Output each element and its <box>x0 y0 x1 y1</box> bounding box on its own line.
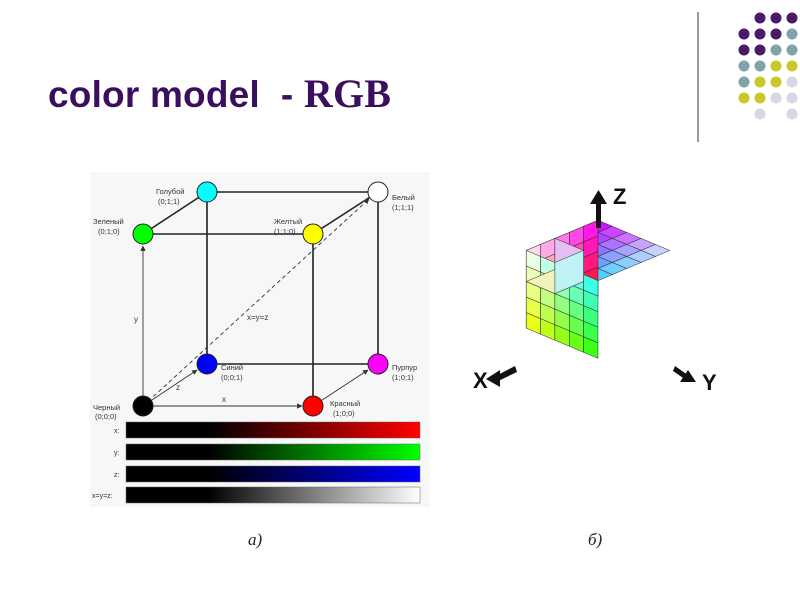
cube-axes <box>486 190 696 387</box>
bar-label-y: y: <box>114 450 120 457</box>
axis-label-diagonal: x=y=z <box>247 313 268 322</box>
decor-dot <box>770 12 782 24</box>
decor-dot <box>786 44 798 56</box>
decor-dot <box>754 108 766 120</box>
vertex-magenta <box>367 353 389 375</box>
axis-label-x: x <box>222 395 226 404</box>
label-cyan-name: Голубой <box>156 187 184 196</box>
caption-b: б) <box>588 530 603 549</box>
label-cyan-coord: (0;1;1) <box>158 197 180 206</box>
y-arrow-head <box>680 370 696 382</box>
decor-dot <box>786 76 798 88</box>
label-red-name: Красный <box>330 399 360 408</box>
decor-dot <box>770 92 782 104</box>
rgb-color-cube-3d: Z X Y <box>473 184 717 395</box>
z-arrow-head <box>590 190 607 204</box>
label-yellow-coord: (1;1;0) <box>274 227 296 236</box>
label-black-coord: (0;0;0) <box>95 412 117 421</box>
bar-label-diagonal: x=y=z: <box>92 493 113 500</box>
axis-label-z: z <box>176 383 180 392</box>
bar-label-x: x: <box>114 428 120 435</box>
label-magenta-coord: (1;0;1) <box>392 373 414 382</box>
gradient-bars: x: y: z: x=y=z: <box>92 421 421 504</box>
vertex-green <box>132 223 154 245</box>
label-green-name: Зеленый <box>93 217 124 226</box>
axes <box>140 198 370 409</box>
axis-label-y: y <box>134 315 138 324</box>
axis-x-label: X <box>473 368 488 393</box>
vertex-cyan <box>196 181 218 203</box>
bar-label-z: z: <box>114 472 120 479</box>
gradient-bar-gray <box>125 486 421 504</box>
decor-dot <box>770 76 782 88</box>
decor-dot <box>786 108 798 120</box>
decor-dot <box>770 60 782 72</box>
decor-dot <box>786 28 798 40</box>
gradient-bar-z <box>125 465 421 483</box>
decor-dot <box>770 28 782 40</box>
decor-dot <box>738 76 750 88</box>
label-green-coord: (0;1;0) <box>98 227 120 236</box>
label-blue-coord: (0;0;1) <box>221 373 243 382</box>
decor-dot <box>754 60 766 72</box>
decor-dot <box>770 44 782 56</box>
x-arrow-head <box>486 370 500 387</box>
title-text: color model - <box>48 74 304 115</box>
gradient-bar-y <box>125 443 421 461</box>
vertex-yellow <box>302 223 324 245</box>
decor-dot <box>786 12 798 24</box>
label-magenta-name: Пурпур <box>392 363 417 372</box>
decor-dot <box>738 60 750 72</box>
decor-dot <box>738 92 750 104</box>
cube-vertices <box>132 181 389 417</box>
decor-dot <box>738 28 750 40</box>
vertex-blue <box>196 353 218 375</box>
label-yellow-name: Желтый <box>274 217 302 226</box>
cube-edges <box>142 191 379 406</box>
vertex-black <box>132 395 154 417</box>
slide-title: color model - RGB <box>48 70 391 117</box>
caption-a: а) <box>248 530 263 549</box>
axis-z-label: Z <box>613 184 626 209</box>
decor-dot <box>786 60 798 72</box>
label-white-coord: (1;1;1) <box>392 203 414 212</box>
divider-line <box>697 12 699 142</box>
title-accent: RGB <box>303 71 392 116</box>
axis-y-label: Y <box>702 370 717 395</box>
decor-dot <box>754 92 766 104</box>
z-axis-arrow <box>596 198 601 228</box>
label-blue-name: Синий <box>221 363 243 372</box>
decor-dot <box>786 92 798 104</box>
label-red-coord: (1;0;0) <box>333 409 355 418</box>
decor-dot <box>754 76 766 88</box>
vertex-white <box>367 181 389 203</box>
label-black-name: Черный <box>93 403 120 412</box>
label-white-name: Белый <box>392 193 415 202</box>
cube-cutout-wall <box>554 250 584 294</box>
rgb-cube-diagram: x y z x=y=z Черный (0;0;0) Красный (1;0;… <box>90 172 430 507</box>
gradient-bar-x <box>125 421 421 439</box>
vertex-red <box>302 395 324 417</box>
decor-dot <box>738 44 750 56</box>
decorative-dot-grid <box>738 12 798 120</box>
decor-dot <box>754 12 766 24</box>
decor-dot <box>754 28 766 40</box>
decor-dot <box>754 44 766 56</box>
